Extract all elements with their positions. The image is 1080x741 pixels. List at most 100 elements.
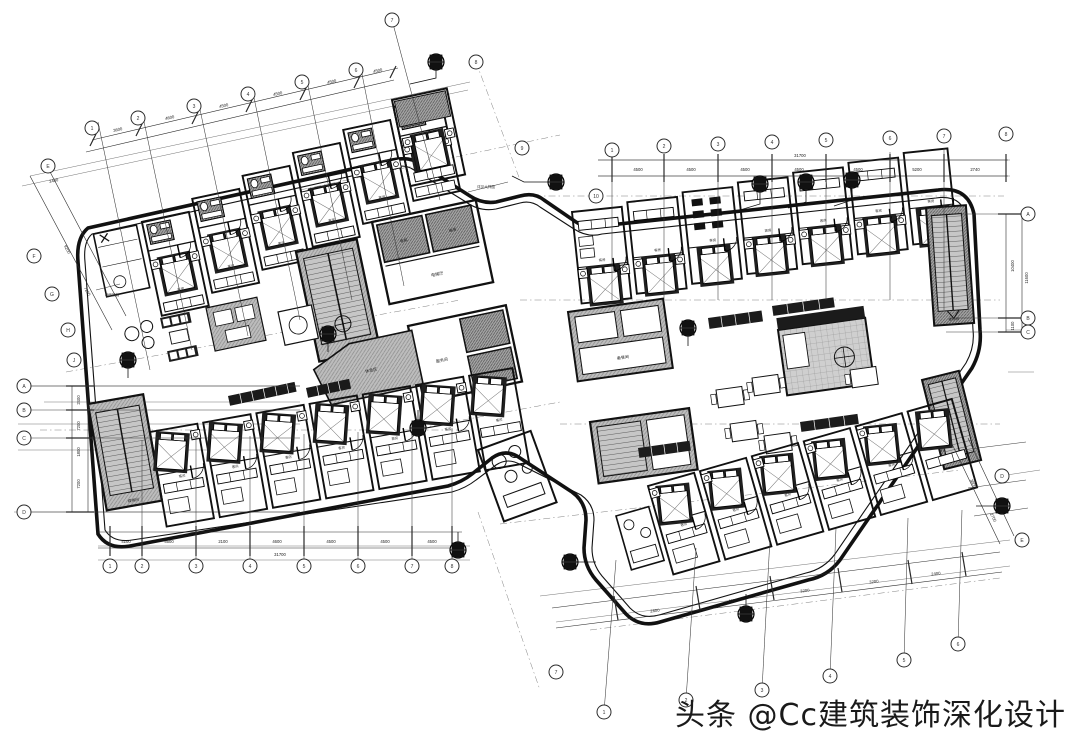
end-suite-bottom-left <box>476 429 558 523</box>
svg-text:2100: 2100 <box>218 539 228 544</box>
corner-room <box>92 224 151 298</box>
svg-text:客房: 客房 <box>709 237 717 243</box>
svg-text:5: 5 <box>903 658 906 664</box>
svg-text:4500: 4500 <box>219 102 230 109</box>
dining-table-group <box>758 431 799 455</box>
guestroom-module: 客房 <box>140 210 210 317</box>
svg-text:3800: 3800 <box>969 478 978 489</box>
svg-text:4500: 4500 <box>380 539 390 544</box>
detail-callout <box>319 325 337 352</box>
detail-callout <box>561 553 596 571</box>
svg-text:客房: 客房 <box>927 198 935 204</box>
dining-pantry-zone: 备餐间 <box>566 297 879 485</box>
svg-text:客房: 客房 <box>178 472 186 478</box>
elevator-lobby: 电梯 电梯 电梯厅 <box>370 198 495 306</box>
svg-text:7: 7 <box>555 670 558 676</box>
dining-table-group <box>746 373 787 397</box>
svg-text:6: 6 <box>957 642 960 648</box>
svg-text:电梯: 电梯 <box>448 227 457 234</box>
svg-text:5: 5 <box>301 80 304 86</box>
svg-text:客房: 客房 <box>888 461 896 468</box>
svg-text:D: D <box>1000 474 1004 480</box>
svg-text:31700: 31700 <box>274 552 286 557</box>
svg-text:2800: 2800 <box>650 607 661 613</box>
svg-text:客房: 客房 <box>277 240 285 246</box>
detail-callout <box>679 319 697 346</box>
svg-text:6: 6 <box>355 68 358 74</box>
svg-text:B: B <box>22 408 26 414</box>
svg-text:8: 8 <box>451 564 454 570</box>
guestroom-module: 客房 <box>792 166 854 268</box>
svg-text:3: 3 <box>761 688 764 694</box>
lounge-seating <box>160 311 199 363</box>
svg-text:E: E <box>1020 538 1024 544</box>
svg-text:客房: 客房 <box>231 463 239 469</box>
dining-table-group <box>724 419 765 443</box>
detail-callout <box>409 410 427 437</box>
svg-text:2: 2 <box>685 698 688 704</box>
svg-text:客房: 客房 <box>378 194 386 200</box>
svg-text:2: 2 <box>137 116 140 122</box>
svg-text:休息区: 休息区 <box>365 366 378 374</box>
svg-text:E: E <box>46 164 50 170</box>
svg-text:C: C <box>1026 330 1030 336</box>
svg-text:4100: 4100 <box>121 539 131 544</box>
guestroom-module: 客房 <box>736 176 799 278</box>
service-rooms-bottom <box>615 505 666 571</box>
lobby-seating-left <box>124 319 155 350</box>
svg-text:2400: 2400 <box>49 177 60 184</box>
svg-text:H: H <box>66 328 70 334</box>
counter-run <box>708 310 764 329</box>
svg-text:客房: 客房 <box>227 262 235 268</box>
svg-text:6: 6 <box>357 564 360 570</box>
svg-text:客房: 客房 <box>875 208 883 214</box>
svg-text:4300: 4300 <box>728 597 739 603</box>
service-core-lower: 服务间 <box>406 303 524 404</box>
svg-text:D: D <box>22 510 26 516</box>
grid-bubbles: 1 2 3 4 5 6 7 1 2 3 4 5 6 7 8 1 2 3 4 5 … <box>16 12 1036 720</box>
svg-text:4600: 4600 <box>165 114 176 121</box>
detail-callout <box>739 175 769 211</box>
svg-text:电梯厅: 电梯厅 <box>430 269 444 278</box>
svg-text:7200: 7200 <box>76 479 81 489</box>
building-outer-wall <box>75 156 983 626</box>
detail-callout <box>833 171 861 207</box>
svg-text:31700: 31700 <box>794 153 806 158</box>
detail-callouts <box>119 53 1011 623</box>
dining-table-group <box>844 365 879 389</box>
svg-text:电梯: 电梯 <box>399 237 408 244</box>
watermark: 头条 @Cc建筑装饰深化设计 <box>675 698 1066 733</box>
svg-text:5: 5 <box>825 138 828 144</box>
dimension-text: 3600 4600 4500 4500 4500 4500 4500 4500 4… <box>49 67 1029 614</box>
svg-text:4600: 4600 <box>272 539 282 544</box>
lounge-seating <box>277 304 320 346</box>
svg-text:3600: 3600 <box>113 126 124 133</box>
stair-core-right-top: 楼梯间 <box>924 204 976 327</box>
svg-text:5200: 5200 <box>912 167 922 172</box>
svg-text:客房: 客房 <box>495 417 503 423</box>
svg-text:2: 2 <box>141 564 144 570</box>
svg-text:客房: 客房 <box>764 227 772 233</box>
svg-text:3: 3 <box>195 564 198 570</box>
svg-text:4500: 4500 <box>427 539 437 544</box>
svg-text:4: 4 <box>247 92 250 98</box>
svg-text:4500: 4500 <box>633 167 643 172</box>
svg-text:4: 4 <box>249 564 252 570</box>
guestroom-module: 客房 <box>906 397 979 502</box>
svg-text:客房: 客房 <box>338 444 346 450</box>
svg-text:4500: 4500 <box>794 167 804 172</box>
lounge-seating <box>205 296 267 352</box>
svg-text:4500: 4500 <box>853 167 863 172</box>
svg-text:楼梯间: 楼梯间 <box>948 316 960 322</box>
dining-table-group <box>710 385 751 409</box>
counter-run <box>800 413 859 432</box>
svg-text:楼梯间: 楼梯间 <box>127 497 139 504</box>
svg-text:客房: 客房 <box>285 454 293 460</box>
counter-run <box>772 297 835 316</box>
svg-text:2740: 2740 <box>970 167 980 172</box>
corner-suite-top <box>390 87 467 188</box>
svg-text:8: 8 <box>475 60 478 66</box>
svg-text:7: 7 <box>411 564 414 570</box>
svg-text:9: 9 <box>521 146 524 152</box>
reception-counter <box>228 381 297 406</box>
